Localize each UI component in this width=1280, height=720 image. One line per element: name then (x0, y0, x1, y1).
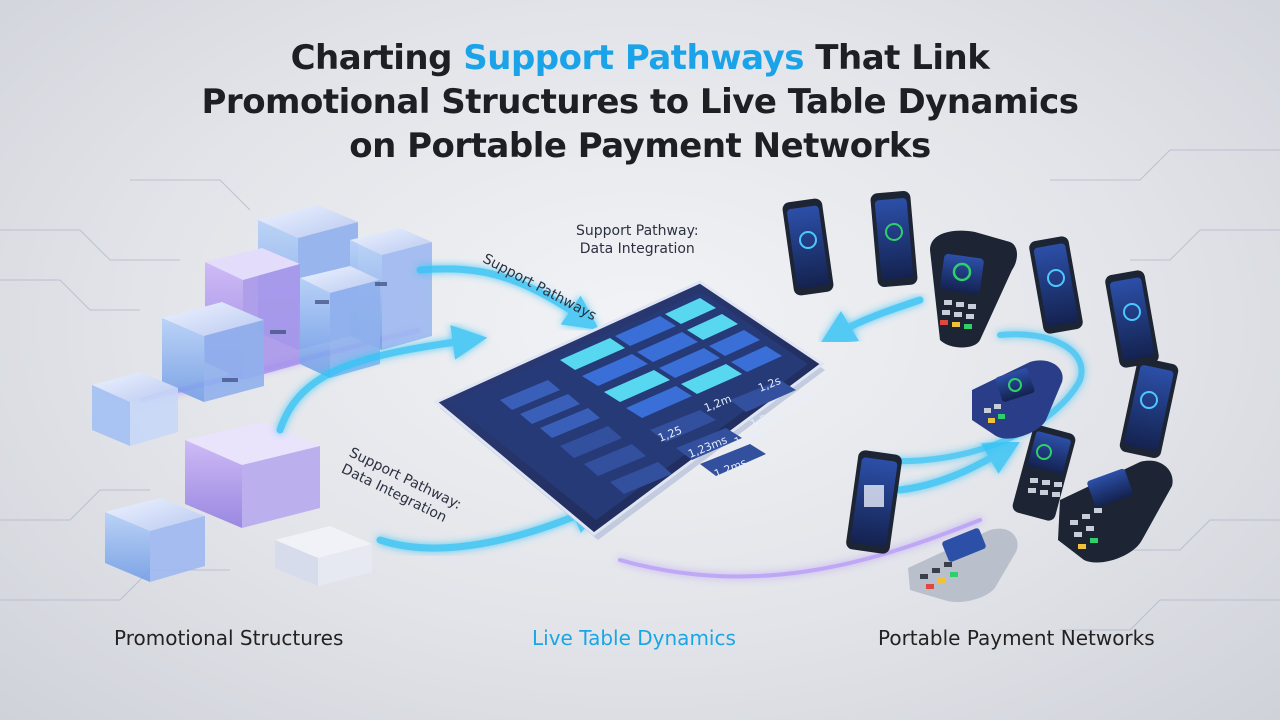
title-highlight: Support Pathways (463, 38, 804, 78)
caption-portable-payment-networks: Portable Payment Networks (878, 626, 1155, 650)
keypad (920, 562, 958, 589)
pathway-mid-arrow (276, 325, 488, 434)
pathway-right-top-arrow (819, 296, 924, 345)
pathway-right-bottom-arrow (896, 441, 1021, 494)
page-title: Charting Support Pathways That Link Prom… (0, 36, 1280, 168)
card-terminal (1058, 460, 1173, 563)
title-line3: on Portable Payment Networks (349, 126, 931, 166)
keypad (984, 404, 1005, 423)
check-circle-icon (885, 223, 903, 241)
data-integration-top-line1: Support Pathway: (576, 223, 699, 239)
title-line1-after: That Link (803, 38, 990, 78)
circuit-lines (0, 149, 1280, 631)
barcode-marks (222, 282, 387, 382)
data-integration-label-top: Support Pathway: Data Integration (576, 222, 699, 258)
smartphone (1012, 425, 1076, 521)
pathway-right-loop (867, 331, 1085, 465)
check-circle-icon (1140, 391, 1158, 409)
glass-block (162, 302, 264, 402)
promotional-blocks (92, 205, 432, 586)
keypad (1070, 508, 1102, 549)
check-circle-icon (1008, 378, 1022, 392)
title-line1-before: Charting (290, 38, 464, 78)
data-integration-top-line2: Data Integration (579, 241, 695, 257)
table-cells (500, 298, 796, 494)
payment-devices (782, 191, 1179, 603)
caption-promotional-structures: Promotional Structures (114, 626, 344, 650)
pathway-top-arrow (416, 265, 600, 330)
card-terminal (930, 230, 1017, 348)
glass-block (275, 526, 372, 586)
check-circle-icon (1036, 444, 1052, 460)
live-table-tablet: 1,2s 1,2m 1,25 1,2ms 1,23ms 1,2ms 1,25s … (433, 280, 825, 540)
smartphone (1105, 270, 1159, 368)
qr-code-icon (864, 485, 884, 507)
title-line2: Promotional Structures to Live Table Dyn… (201, 82, 1079, 122)
keypad (1028, 478, 1062, 497)
smartphone (846, 450, 902, 554)
smartphone (1119, 357, 1179, 459)
glass-block (92, 372, 178, 446)
smartphone (870, 191, 918, 287)
pathway-under-tablet (618, 518, 982, 579)
smartphone (1029, 236, 1083, 334)
support-pathways (276, 265, 1085, 579)
keypad (940, 300, 976, 329)
check-circle-icon (1123, 303, 1141, 321)
caption-live-table-dynamics: Live Table Dynamics (532, 626, 736, 650)
smartphone (782, 198, 834, 296)
check-circle-icon (1047, 269, 1065, 287)
check-circle-icon (799, 231, 817, 249)
glass-block (185, 422, 320, 528)
pathway-bottom-arrow (376, 500, 607, 552)
check-circle-icon (952, 262, 972, 282)
card-terminal (972, 360, 1063, 439)
card-terminal (908, 528, 1018, 603)
glass-block (105, 498, 205, 582)
